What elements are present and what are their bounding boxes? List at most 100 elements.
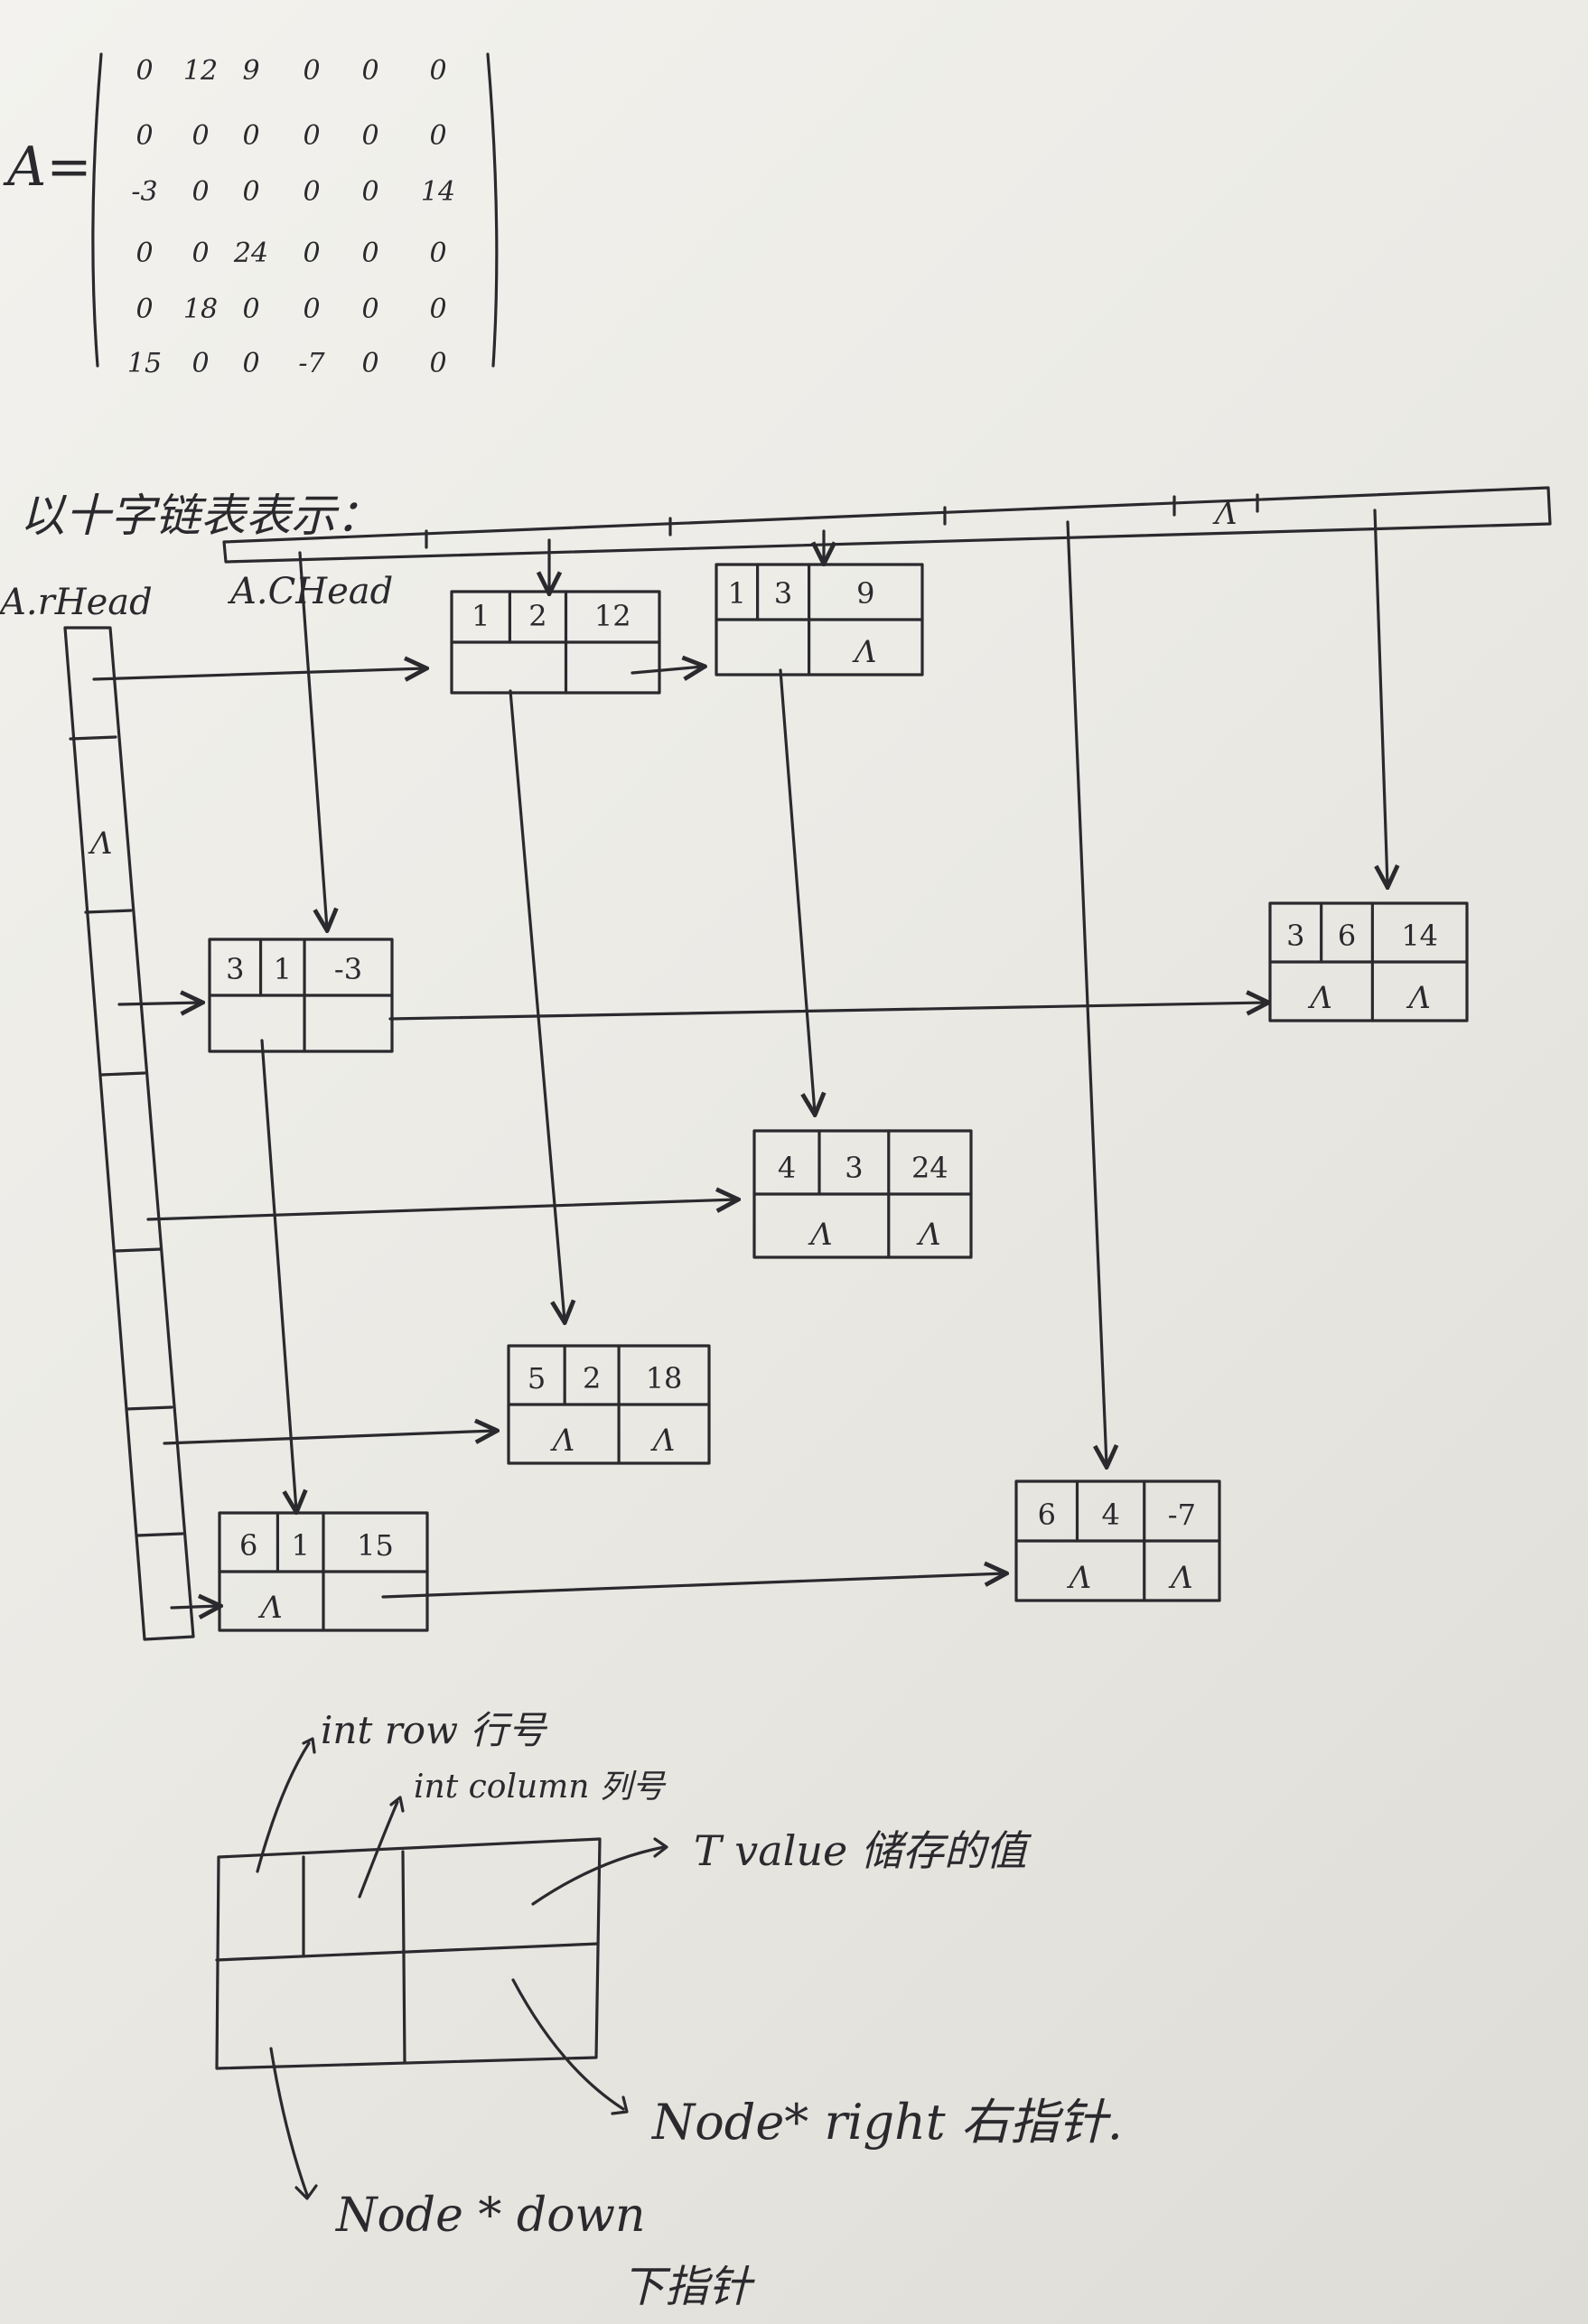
node-right-null: Λ <box>852 634 877 670</box>
matrix-cell: 0 <box>361 294 378 325</box>
node-right-null: Λ <box>916 1217 941 1253</box>
node-row: 3 <box>1286 919 1304 953</box>
matrix-cell: 18 <box>183 294 218 325</box>
node-value: -3 <box>334 952 362 986</box>
node-down-null: Λ <box>257 1590 283 1626</box>
node-column: 1 <box>274 952 292 986</box>
matrix-cell: 0 <box>361 238 378 269</box>
matrix-cell: -7 <box>298 348 325 379</box>
node-pointers <box>260 667 1266 1599</box>
matrix-cell: 0 <box>242 176 259 208</box>
node-column: 2 <box>528 599 546 633</box>
matrix-cell: 0 <box>429 348 446 379</box>
matrix-cell: 0 <box>191 348 209 379</box>
node-row: 1 <box>472 599 490 633</box>
matrix-block: A= 0 12 9 0 0 0 0 0 0 0 0 0 -3 0 0 0 0 14 0 0 24 0 0 0 0 18 0 0 0 0 15… <box>3 52 499 379</box>
matrix-cell: 0 <box>135 238 153 269</box>
legend-column-field: int column 列号 <box>414 1769 667 1806</box>
head-pointers <box>92 509 1387 1608</box>
node-column: 2 <box>583 1361 601 1395</box>
list-node: 4 3 24Λ Λ <box>752 1129 973 1259</box>
node-row: 5 <box>528 1361 546 1395</box>
matrix-cell: 24 <box>233 238 268 269</box>
node-value: -7 <box>1168 1498 1196 1532</box>
node-value: 24 <box>911 1151 948 1185</box>
node-column: 4 <box>1101 1498 1119 1532</box>
section-title: 以十字链表表示： <box>20 490 381 542</box>
node-value: 15 <box>357 1528 394 1563</box>
node-row: 1 <box>728 576 746 611</box>
matrix-cell: 0 <box>429 238 446 269</box>
matrix-cell: 12 <box>183 55 218 87</box>
rhead-label: A.rHead <box>0 582 153 623</box>
matrix-cell: -3 <box>131 176 157 208</box>
matrix-cell: 0 <box>191 176 209 208</box>
matrix-cells: 0 12 9 0 0 0 0 0 0 0 0 0 -3 0 0 0 0 14 0 0 24 0 0 0 0 18 0 0 0 0 15 0 0 -… <box>127 55 455 379</box>
node-row: 4 <box>778 1151 796 1185</box>
legend-right-field: Node* right 右指针. <box>650 2094 1123 2151</box>
column-head-null: Λ <box>1212 496 1238 532</box>
chead-label: A.CHead <box>227 571 393 612</box>
matrix-cell: 0 <box>361 55 378 87</box>
node-right-null: Λ <box>650 1423 676 1459</box>
node-row: 3 <box>226 952 244 986</box>
matrix-left-bracket <box>91 52 103 368</box>
node-value: 14 <box>1401 919 1438 953</box>
matrix-cell: 0 <box>135 120 153 152</box>
node-row: 6 <box>239 1528 257 1563</box>
matrix-cell: 0 <box>303 238 320 269</box>
list-node: 6 4 -7Λ Λ <box>1014 1479 1221 1602</box>
matrix-cell: 0 <box>303 55 320 87</box>
matrix-right-bracket <box>486 52 499 368</box>
row-head-null: Λ <box>88 826 113 862</box>
matrix-cell: 0 <box>303 120 320 152</box>
matrix-cell: 0 <box>361 120 378 152</box>
matrix-cell: 0 <box>361 348 378 379</box>
matrix-cell: 0 <box>242 294 259 325</box>
matrix-label: A= <box>3 135 92 199</box>
node-column: 3 <box>774 576 792 611</box>
matrix-cell: 0 <box>361 176 378 208</box>
row-head-vector: Λ <box>63 626 195 1641</box>
matrix-cell: 14 <box>421 176 455 208</box>
legend-row-field: int row 行号 <box>321 1708 547 1752</box>
node-column: 1 <box>292 1528 310 1563</box>
list-node: 5 2 18Λ Λ <box>507 1344 711 1465</box>
node-right-null: Λ <box>1168 1560 1193 1596</box>
matrix-cell: 9 <box>242 55 259 87</box>
column-head-vector: Λ <box>222 486 1552 564</box>
matrix-cell: 0 <box>429 55 446 87</box>
matrix-cell: 0 <box>429 120 446 152</box>
matrix-cell: 0 <box>429 294 446 325</box>
matrix-cell: 0 <box>135 55 153 87</box>
node-row: 6 <box>1038 1498 1056 1532</box>
node-down-null: Λ <box>1067 1560 1092 1596</box>
legend-value-field: T value 储存的值 <box>694 1826 1032 1875</box>
matrix-cell: 0 <box>135 294 153 325</box>
legend-down-field: Node * down <box>334 2189 646 2243</box>
matrix-cell: 0 <box>191 238 209 269</box>
legend-down-note: 下指针 <box>621 2262 755 2312</box>
matrix-cell: 0 <box>191 120 209 152</box>
matrix-cell: 15 <box>127 348 162 379</box>
node-value: 18 <box>646 1361 683 1395</box>
node-column: 6 <box>1338 919 1356 953</box>
node-column: 3 <box>845 1151 863 1185</box>
node-down-null: Λ <box>808 1217 833 1253</box>
node-value: 12 <box>594 599 631 633</box>
matrix-cell: 0 <box>303 176 320 208</box>
matrix-cell: 0 <box>242 348 259 379</box>
node-right-null: Λ <box>1406 980 1431 1016</box>
node-down-null: Λ <box>1307 980 1332 1016</box>
legend-node <box>215 1737 668 2200</box>
node-down-null: Λ <box>550 1423 575 1459</box>
matrix-cell: 0 <box>242 120 259 152</box>
